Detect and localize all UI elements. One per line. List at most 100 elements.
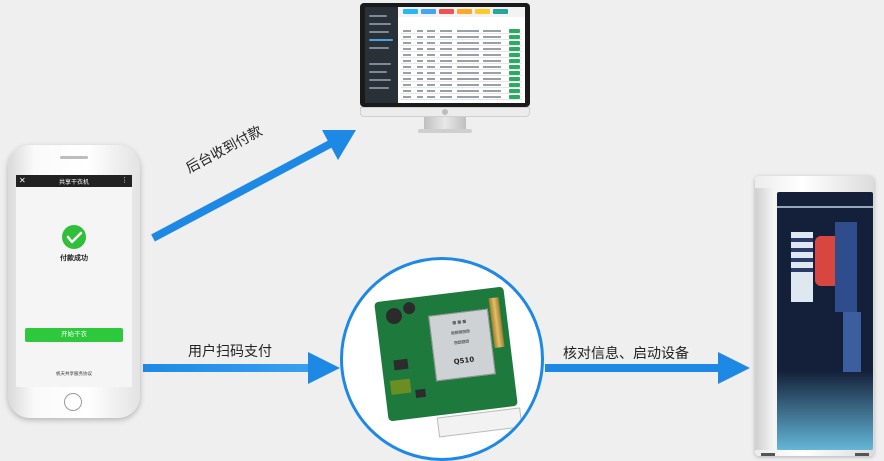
- arrow-to-cabinet: [545, 352, 750, 384]
- arrow-to-backend: [151, 130, 356, 242]
- table-cell: [457, 54, 479, 56]
- table-cell: [440, 96, 452, 98]
- monitor-logo: [442, 109, 448, 115]
- dashboard-toolbar: [398, 7, 525, 17]
- table-row-divider: [401, 93, 522, 94]
- table-cell: [427, 84, 435, 86]
- communication-module: ▦ ▦ ▦ ▤▤▤▤▤ ▤▤▤▤ Q510: [428, 308, 496, 382]
- hanging-clothes: [791, 222, 861, 372]
- table-action-button: [509, 35, 520, 39]
- more-icon[interactable]: ⋮: [121, 176, 128, 184]
- phone-header-bar: ✕ 共享干衣机 ⋮: [16, 175, 132, 187]
- table-cell: [427, 90, 435, 92]
- table-cell: [417, 78, 423, 80]
- table-cell: [483, 36, 501, 38]
- monitor-base: [418, 129, 472, 133]
- start-drying-button[interactable]: 开始干衣: [25, 328, 123, 342]
- table-cell: [483, 30, 501, 32]
- phone-home-button: [64, 393, 82, 411]
- phone-page-title: 共享干衣机: [58, 179, 89, 186]
- table-cell: [457, 30, 479, 32]
- table-cell: [427, 60, 435, 62]
- table-cell: [417, 48, 423, 50]
- table-cell: [483, 84, 501, 86]
- table-cell: [417, 84, 423, 86]
- table-cell: [417, 72, 423, 74]
- table-cell: [403, 96, 411, 98]
- table-cell: [483, 78, 501, 80]
- table-cell: [403, 54, 411, 56]
- close-icon[interactable]: ✕: [19, 176, 26, 185]
- table-cell: [457, 36, 479, 38]
- table-cell: [440, 48, 452, 50]
- pin-connector: [436, 407, 523, 438]
- table-cell: [440, 30, 452, 32]
- cabinet-foot: [855, 453, 869, 456]
- chip: [393, 358, 409, 371]
- table-row-divider: [401, 39, 522, 40]
- table-cell: [440, 66, 452, 68]
- table-cell: [403, 66, 411, 68]
- table-row-divider: [401, 33, 522, 34]
- table-cell: [457, 96, 479, 98]
- table-cell: [427, 78, 435, 80]
- table-row-divider: [401, 99, 522, 100]
- chip: [415, 388, 427, 398]
- table-cell: [483, 66, 501, 68]
- backend-dashboard-screen: [365, 7, 525, 103]
- module-model-label: Q510: [453, 355, 475, 367]
- table-row-divider: [401, 69, 522, 70]
- table-cell: [483, 42, 501, 44]
- table-cell: [457, 42, 479, 44]
- table-cell: [457, 90, 479, 92]
- arrow-to-module: [143, 352, 340, 384]
- table-cell: [457, 78, 479, 80]
- table-cell: [427, 54, 435, 56]
- table-cell: [457, 48, 479, 50]
- table-cell: [457, 66, 479, 68]
- table-cell: [483, 54, 501, 56]
- table-cell: [440, 54, 452, 56]
- table-cell: [427, 48, 435, 50]
- service-agreement-link[interactable]: 帆天共享服务协议: [56, 372, 92, 377]
- success-check-icon: [62, 225, 86, 249]
- uv-light-glow: [777, 371, 873, 450]
- table-action-button: [509, 59, 520, 63]
- label-verify-start: 核对信息、启动设备: [563, 346, 689, 362]
- table-row-divider: [401, 63, 522, 64]
- table-cell: [483, 48, 501, 50]
- drying-cabinet: [755, 176, 874, 456]
- table-row-divider: [401, 45, 522, 46]
- table-cell: [403, 30, 411, 32]
- table-cell: [457, 60, 479, 62]
- table-cell: [427, 72, 435, 74]
- cabinet-foot: [761, 453, 775, 456]
- table-cell: [417, 96, 423, 98]
- monitor-stand: [424, 117, 466, 131]
- table-cell: [440, 42, 452, 44]
- table-cell: [440, 72, 452, 74]
- table-action-button: [509, 89, 520, 93]
- table-action-button: [509, 29, 520, 33]
- table-cell: [417, 90, 423, 92]
- pcb-board: ▦ ▦ ▦ ▤▤▤▤▤ ▤▤▤▤ Q510: [374, 286, 523, 438]
- capacitor: [402, 301, 416, 315]
- table-cell: [457, 84, 479, 86]
- table-action-button: [509, 71, 520, 75]
- table-cell: [403, 72, 411, 74]
- dashboard-table: [365, 7, 525, 103]
- label-scan-pay: 用户扫码支付: [188, 344, 272, 360]
- table-row-divider: [401, 87, 522, 88]
- table-cell: [483, 60, 501, 62]
- table-cell: [403, 78, 411, 80]
- table-cell: [457, 72, 479, 74]
- table-cell: [417, 54, 423, 56]
- table-row-divider: [401, 57, 522, 58]
- table-cell: [403, 60, 411, 62]
- table-cell: [403, 48, 411, 50]
- table-action-button: [509, 41, 520, 45]
- smartphone: ✕ 共享干衣机 ⋮ 付款成功 开始干衣 帆天共享服务协议: [8, 145, 140, 418]
- table-action-button: [509, 53, 520, 57]
- table-cell: [417, 30, 423, 32]
- table-action-button: [509, 65, 520, 69]
